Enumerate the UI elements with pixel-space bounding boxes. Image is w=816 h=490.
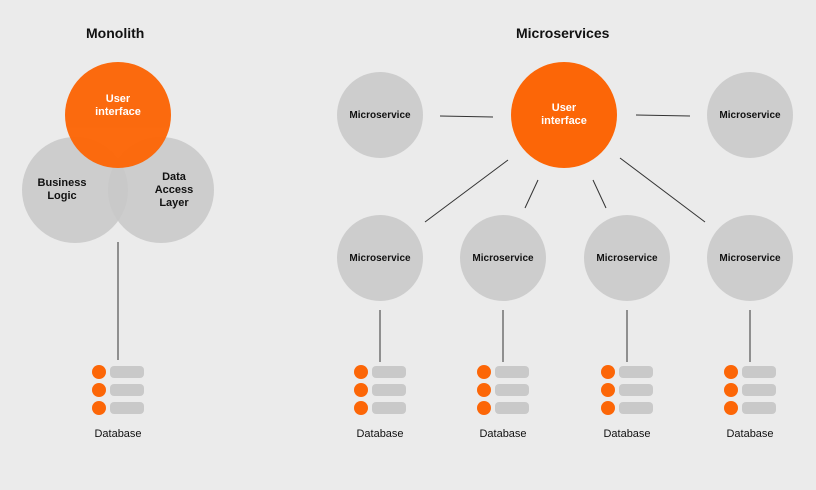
ui-to-ms4-connector (619, 157, 706, 223)
microservice-label-3: Microservice (596, 252, 658, 264)
top-left-microservice-label: Microservice (349, 109, 411, 121)
monolith-title: Monolith (86, 25, 145, 41)
database-icon-row (475, 363, 535, 381)
microservices-title: Microservices (516, 25, 610, 41)
microservice-database-label-4: Database (726, 428, 774, 440)
database-icon-row (352, 399, 412, 417)
monolith-database-label: Database (94, 428, 142, 440)
database-icon-row (599, 399, 659, 417)
microservice-database-1 (352, 363, 412, 417)
data-access-layer-label: Data Access Layer (154, 170, 194, 209)
ui-to-top-right-connector (635, 114, 691, 117)
microservice-database-2 (475, 363, 535, 417)
ui-to-ms2-connector (524, 179, 539, 209)
monolith-user-interface-label: User interface (95, 93, 141, 118)
ui-to-ms3-connector (592, 179, 607, 209)
microservices-user-interface-label: User interface (541, 102, 587, 127)
microservice-database-label-2: Database (479, 428, 527, 440)
top-right-microservice-node: Microservice (707, 72, 793, 158)
microservice-database-label-1: Database (356, 428, 404, 440)
database-icon-row (90, 363, 150, 381)
ui-to-top-left-connector (439, 115, 494, 118)
database-icon-row (599, 381, 659, 399)
microservice-database-3 (599, 363, 659, 417)
database-icon-row (475, 399, 535, 417)
monolith-user-interface-node: User interface (65, 62, 171, 168)
database-icon-row (90, 399, 150, 417)
database-icon-row (475, 381, 535, 399)
ui-to-ms1-connector (424, 159, 509, 223)
microservice-node-1: Microservice (337, 215, 423, 301)
database-icon-row (722, 363, 782, 381)
top-left-microservice-node: Microservice (337, 72, 423, 158)
database-icon-row (722, 381, 782, 399)
microservice-label-1: Microservice (349, 252, 411, 264)
microservice-node-2: Microservice (460, 215, 546, 301)
database-icon-row (722, 399, 782, 417)
database-icon-row (599, 363, 659, 381)
microservice-database-label-3: Database (603, 428, 651, 440)
microservice-database-4 (722, 363, 782, 417)
microservice-label-2: Microservice (472, 252, 534, 264)
business-logic-label: Business Logic (37, 177, 87, 202)
microservice-node-3: Microservice (584, 215, 670, 301)
microservice-node-4: Microservice (707, 215, 793, 301)
database-icon-row (352, 363, 412, 381)
monolith-database (90, 363, 150, 417)
top-right-microservice-label: Microservice (719, 109, 781, 121)
microservice-label-4: Microservice (719, 252, 781, 264)
database-icon-row (90, 381, 150, 399)
microservices-user-interface-node: User interface (511, 62, 617, 168)
database-icon-row (352, 381, 412, 399)
